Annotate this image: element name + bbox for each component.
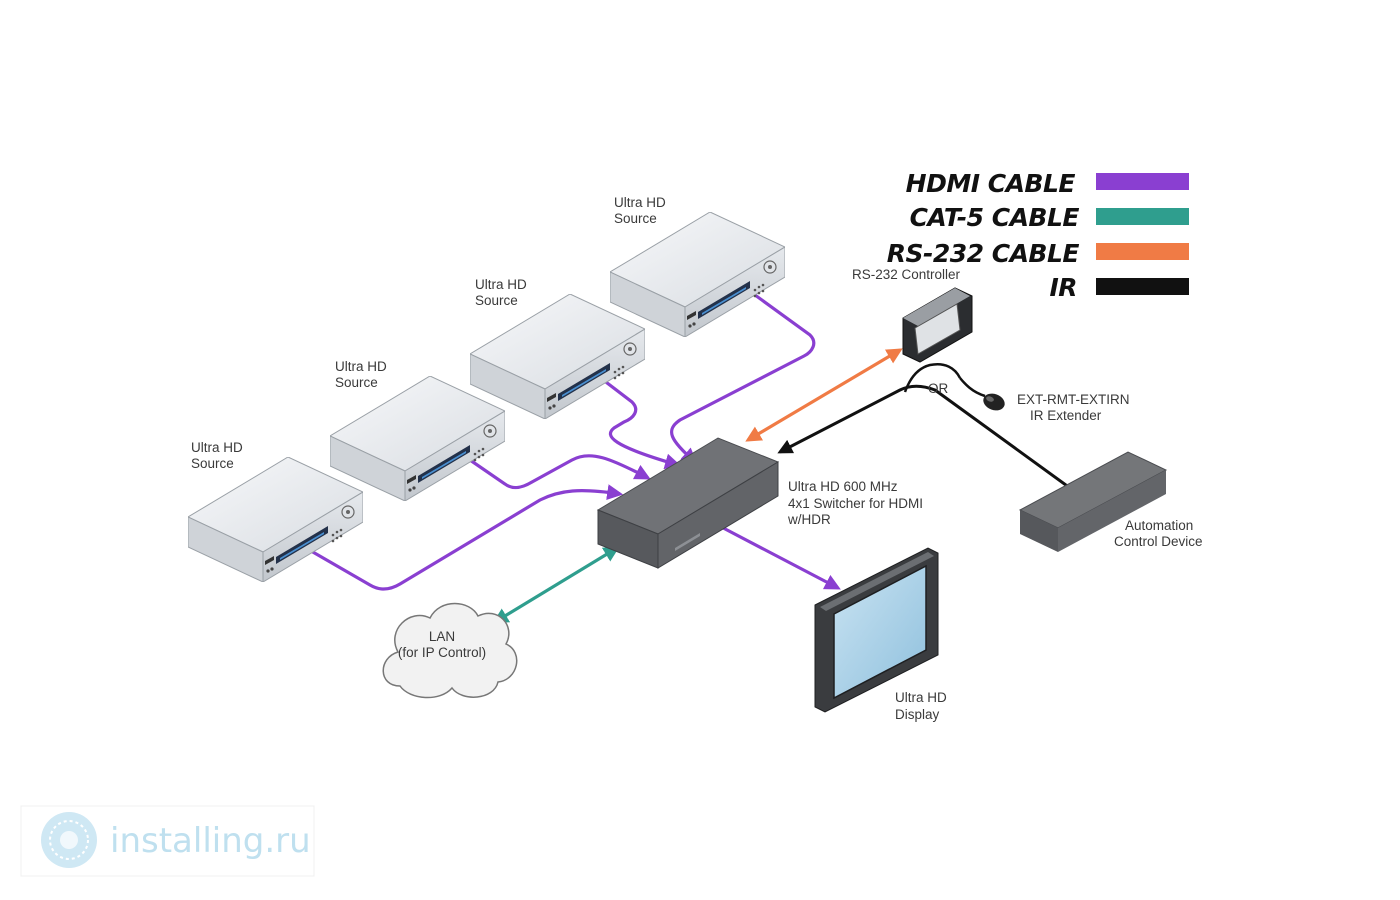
switcher-label-line2: 4x1 Switcher for HDMI <box>788 496 923 511</box>
or-label: OR <box>928 381 949 396</box>
legend-label-cat5: CAT-5 CABLE <box>910 203 1080 232</box>
ir-extender-label-line2: IR Extender <box>1030 408 1102 423</box>
ir-cables <box>777 363 1071 490</box>
source-label-line1: Ultra HD <box>335 359 387 374</box>
source-label-line2: Source <box>475 293 518 308</box>
automation-label-line1: Automation <box>1125 518 1193 533</box>
lan-label-line2: (for IP Control) <box>398 645 486 660</box>
cat5-cable <box>492 546 620 624</box>
watermark-text: installing.ru <box>110 821 311 861</box>
hdmi-cable-display <box>707 518 841 590</box>
source-label-line1: Ultra HD <box>614 195 666 210</box>
source-label-line2: Source <box>191 456 234 471</box>
legend-swatch-ir <box>1096 278 1189 295</box>
hdmi-cable-source1 <box>291 484 624 591</box>
rs232-controller-device: RS-232 Controller <box>852 267 973 363</box>
ir-extender-cord <box>959 377 986 398</box>
ir-cable-to-controller <box>903 363 962 393</box>
source-device-4: Ultra HD Source <box>610 195 785 337</box>
legend-label-hdmi: HDMI CABLE <box>906 169 1076 198</box>
switcher-label-line3: w/HDR <box>787 512 831 527</box>
ir-extender-device: OR EXT-RMT-EXTIRN IR Extender <box>928 381 1130 423</box>
globe-logo-icon <box>41 812 97 868</box>
legend-swatch-rs232 <box>1096 243 1189 260</box>
source-label-line2: Source <box>614 211 657 226</box>
automation-label-line2: Control Device <box>1114 534 1203 549</box>
controller-label: RS-232 Controller <box>852 267 961 282</box>
source-device-2: Ultra HD Source <box>330 359 505 501</box>
source-device-3: Ultra HD Source <box>470 277 645 419</box>
legend-label-ir: IR <box>1049 273 1077 302</box>
hdmi-cable-source3 <box>597 374 682 470</box>
switcher-label-line1: Ultra HD 600 MHz <box>788 479 898 494</box>
watermark: installing.ru <box>20 805 315 877</box>
ir-cable-main <box>777 384 1071 490</box>
rs232-cable <box>745 348 903 442</box>
legend: HDMI CABLE CAT-5 CABLE RS-232 CABLE IR <box>887 169 1189 302</box>
display-label-line2: Display <box>895 707 940 722</box>
legend-swatch-cat5 <box>1096 208 1189 225</box>
ir-extender-label-line1: EXT-RMT-EXTIRN <box>1017 392 1130 407</box>
lan-label-line1: LAN <box>429 629 455 644</box>
legend-label-rs232: RS-232 CABLE <box>887 239 1080 268</box>
hdmi-cable-source2 <box>469 454 651 490</box>
lan-cloud: LAN (for IP Control) <box>382 602 518 699</box>
source-label-line1: Ultra HD <box>191 440 243 455</box>
legend-swatch-hdmi <box>1096 173 1189 190</box>
automation-control-device: Automation Control Device <box>1018 451 1203 552</box>
switcher-device: Ultra HD 600 MHz 4x1 Switcher for HDMI w… <box>596 437 923 569</box>
display-device: Ultra HD Display <box>814 547 947 722</box>
source-device-1: Ultra HD Source <box>188 440 363 582</box>
source-label-line1: Ultra HD <box>475 277 527 292</box>
display-label-line1: Ultra HD <box>895 690 947 705</box>
source-label-line2: Source <box>335 375 378 390</box>
